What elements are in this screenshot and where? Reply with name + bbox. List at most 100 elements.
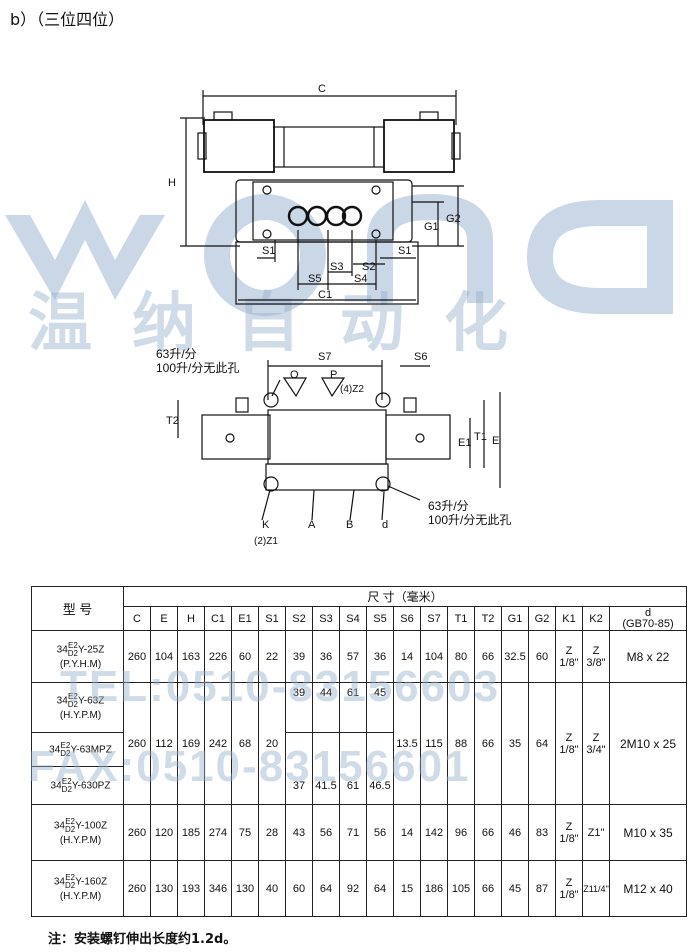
table-cell: 226 — [204, 630, 232, 683]
dimension-header: 尺 寸（毫米） — [122, 586, 688, 607]
col-header: T2 — [474, 606, 502, 631]
table-cell: 130 — [150, 860, 178, 917]
table-cell: 37 — [285, 732, 313, 805]
col-header: S7 — [420, 606, 448, 631]
table-cell: 83 — [528, 804, 556, 861]
table-cell: 60 — [285, 860, 313, 917]
table-cell-d: M12 x 40 — [608, 860, 688, 917]
label-d: d — [382, 519, 388, 531]
table-cell: 130 — [231, 860, 259, 917]
table-cell: 56 — [312, 804, 340, 861]
col-header: C — [123, 606, 151, 631]
flow-note-top-1: 63升/分 — [156, 347, 197, 361]
table-cell: 39 — [285, 682, 313, 733]
label-e: E — [492, 435, 499, 447]
top-view — [180, 90, 464, 305]
table-cell: 35 — [501, 682, 529, 805]
col-header: S6 — [393, 606, 421, 631]
label-s6: S6 — [414, 351, 427, 363]
label-g1: G1 — [424, 221, 439, 233]
table-cell: 66 — [474, 804, 502, 861]
table-cell: 96 — [447, 804, 475, 861]
col-header: C1 — [204, 606, 232, 631]
table-cell: 260 — [123, 860, 151, 917]
d-header-main: d — [644, 606, 652, 619]
col-header: S1 — [258, 606, 286, 631]
table-cell: 61 — [339, 682, 367, 733]
flow-note-top-2: 100升/分无此孔 — [156, 361, 239, 375]
col-header: S4 — [339, 606, 367, 631]
table-cell: 45 — [501, 860, 529, 917]
label-b: B — [346, 519, 353, 531]
watermark-logo — [5, 193, 673, 316]
label-s1-right: S1 — [398, 245, 411, 257]
col-header: S5 — [366, 606, 394, 631]
table-cell-d: M10 x 35 — [608, 804, 688, 861]
label-k: K — [262, 519, 270, 531]
label-o: O — [290, 369, 299, 381]
table-cell: 274 — [204, 804, 232, 861]
table-cell-k2: Z1" — [582, 804, 610, 861]
footnote: 注：安装螺钉伸出长度约1.2d。 — [48, 932, 237, 947]
table-cell: 39 — [285, 630, 313, 683]
col-header: K2 — [582, 606, 610, 631]
table-cell-k2: Z11/4" — [582, 860, 610, 917]
col-header: G1 — [501, 606, 529, 631]
flow-note-bottom-1: 63升/分 — [428, 499, 469, 513]
table-cell: 14 — [393, 630, 421, 683]
table-cell: 260 — [123, 804, 151, 861]
watermark-fax: FAX:0510-83156601 — [28, 742, 471, 791]
label-e1: E1 — [458, 437, 471, 449]
table-cell: 92 — [339, 860, 367, 917]
label-s7: S7 — [318, 351, 331, 363]
table-cell-d: 2M10 x 25 — [608, 682, 688, 805]
table-cell: 28 — [258, 804, 286, 861]
table-cell: 112 — [150, 682, 178, 805]
d-header-std: (GB70-85) — [622, 617, 674, 630]
table-cell: 193 — [177, 860, 205, 917]
table-cell: 15 — [393, 860, 421, 917]
model-header: 型 号 — [31, 586, 124, 631]
label-c1: C1 — [318, 289, 332, 301]
table-cell: 71 — [339, 804, 367, 861]
label-s3: S3 — [330, 261, 343, 273]
section-heading: b）（三位四位） — [10, 10, 125, 29]
col-header: E — [150, 606, 178, 631]
table-cell: 346 — [204, 860, 232, 917]
label-t2: T2 — [166, 415, 179, 427]
table-cell: 66 — [474, 630, 502, 683]
table-cell: 142 — [420, 804, 448, 861]
col-header: T1 — [447, 606, 475, 631]
label-z1: (2)Z1 — [254, 536, 278, 547]
col-header: H — [177, 606, 205, 631]
label-z2: (4)Z2 — [340, 384, 364, 395]
technical-drawing: C H G1 G2 S1 S1 S3 S2 S5 S4 C1 63升/分 100… — [156, 83, 511, 547]
label-g2: G2 — [446, 213, 461, 225]
table-cell: 41.5 — [312, 732, 340, 805]
column-header-row: C E H C1 E1 S1 S2 S3 S4 S5 S6 S7 T1 T2 G… — [32, 606, 688, 631]
table-cell: 80 — [447, 630, 475, 683]
table-cell: 13.5 — [393, 682, 421, 805]
table-cell: 60 — [231, 630, 259, 683]
label-s5: S5 — [308, 273, 321, 285]
table-cell: 64 — [366, 860, 394, 917]
table-cell: 120 — [150, 804, 178, 861]
table-cell-d: M8 x 22 — [608, 630, 688, 683]
table-cell: 75 — [231, 804, 259, 861]
table-cell: 32.5 — [501, 630, 529, 683]
table-cell: 260 — [123, 682, 151, 805]
table-cell: 163 — [177, 630, 205, 683]
